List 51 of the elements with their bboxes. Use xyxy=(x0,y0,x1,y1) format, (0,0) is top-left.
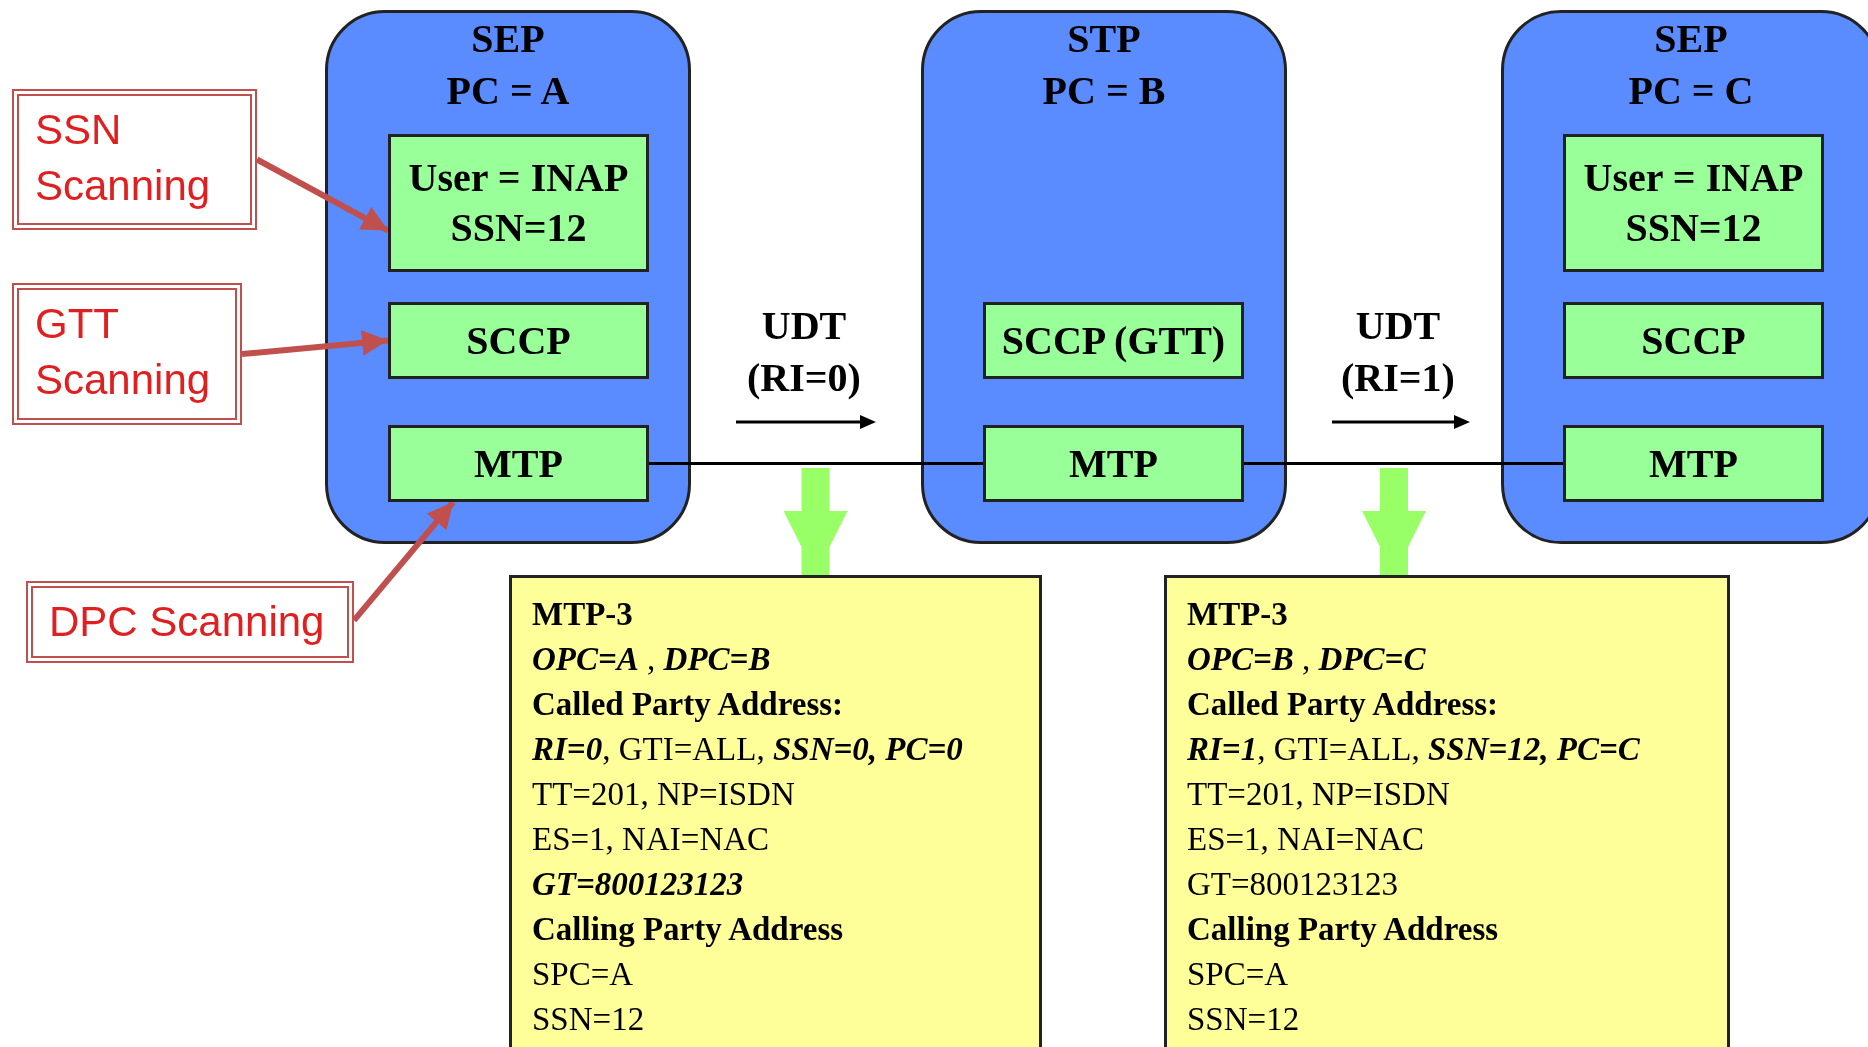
message-line: TT=201, NP=ISDN xyxy=(532,775,796,814)
message-line: GT=800123123 xyxy=(532,865,745,904)
message-box xyxy=(509,575,1042,1047)
message-line: SPC=A xyxy=(532,955,635,994)
message-line: Calling Party Address xyxy=(1187,910,1500,949)
message-line: RI=0, GTI=ALL, SSN=0, PC=0 xyxy=(532,730,964,769)
node-title: STP xyxy=(1066,15,1142,63)
message-line: OPC=A , DPC=B xyxy=(532,640,772,679)
protocol-layer-box: MTP xyxy=(388,425,649,502)
node-title: PC = B xyxy=(1041,67,1167,115)
node-title: PC = A xyxy=(445,67,571,115)
message-box xyxy=(1164,575,1730,1047)
protocol-layer-box: SCCP (GTT) xyxy=(983,302,1244,379)
message-line: RI=1, GTI=ALL, SSN=12, PC=C xyxy=(1187,730,1641,769)
arrow xyxy=(783,468,848,575)
message-line: TT=201, NP=ISDN xyxy=(1187,775,1451,814)
message-line: SSN=12 xyxy=(532,1000,646,1039)
edge-label: UDT (RI=1) xyxy=(1340,302,1456,402)
connector-line xyxy=(1244,462,1563,465)
protocol-layer-box: MTP xyxy=(1563,425,1824,502)
arrow xyxy=(255,156,390,234)
protocol-layer-box: SCCP xyxy=(388,302,649,379)
node-title: PC = C xyxy=(1627,67,1755,115)
callout-box: SSN Scanning xyxy=(12,89,257,230)
message-line: Calling Party Address xyxy=(532,910,845,949)
protocol-layer-box: User = INAP SSN=12 xyxy=(1563,134,1824,272)
message-line: SPC=A xyxy=(1187,955,1290,994)
message-line: GT=800123123 xyxy=(1187,865,1400,904)
network-node-panel xyxy=(325,10,691,544)
callout-box: GTT Scanning xyxy=(12,283,242,425)
protocol-layer-box: MTP xyxy=(983,425,1244,502)
network-node-panel xyxy=(921,10,1287,544)
message-line: ES=1, NAI=NAC xyxy=(532,820,771,859)
arrow xyxy=(241,329,389,357)
connector-line xyxy=(649,462,983,465)
callout-box: DPC Scanning xyxy=(26,581,354,663)
message-line: ES=1, NAI=NAC xyxy=(1187,820,1426,859)
arrow xyxy=(1362,468,1426,575)
node-title: SEP xyxy=(470,15,546,63)
message-line: Called Party Address: xyxy=(1187,685,1500,724)
arrow xyxy=(351,500,456,623)
edge-label: UDT (RI=0) xyxy=(746,302,862,402)
message-line: MTP-3 xyxy=(532,595,634,634)
message-line: OPC=B , DPC=C xyxy=(1187,640,1427,679)
message-line: SSN=12 xyxy=(1187,1000,1301,1039)
protocol-layer-box: User = INAP SSN=12 xyxy=(388,134,649,272)
network-node-panel xyxy=(1501,10,1868,544)
message-line: Called Party Address: xyxy=(532,685,845,724)
protocol-layer-box: SCCP xyxy=(1563,302,1824,379)
node-title: SEP xyxy=(1653,15,1729,63)
message-line: MTP-3 xyxy=(1187,595,1289,634)
